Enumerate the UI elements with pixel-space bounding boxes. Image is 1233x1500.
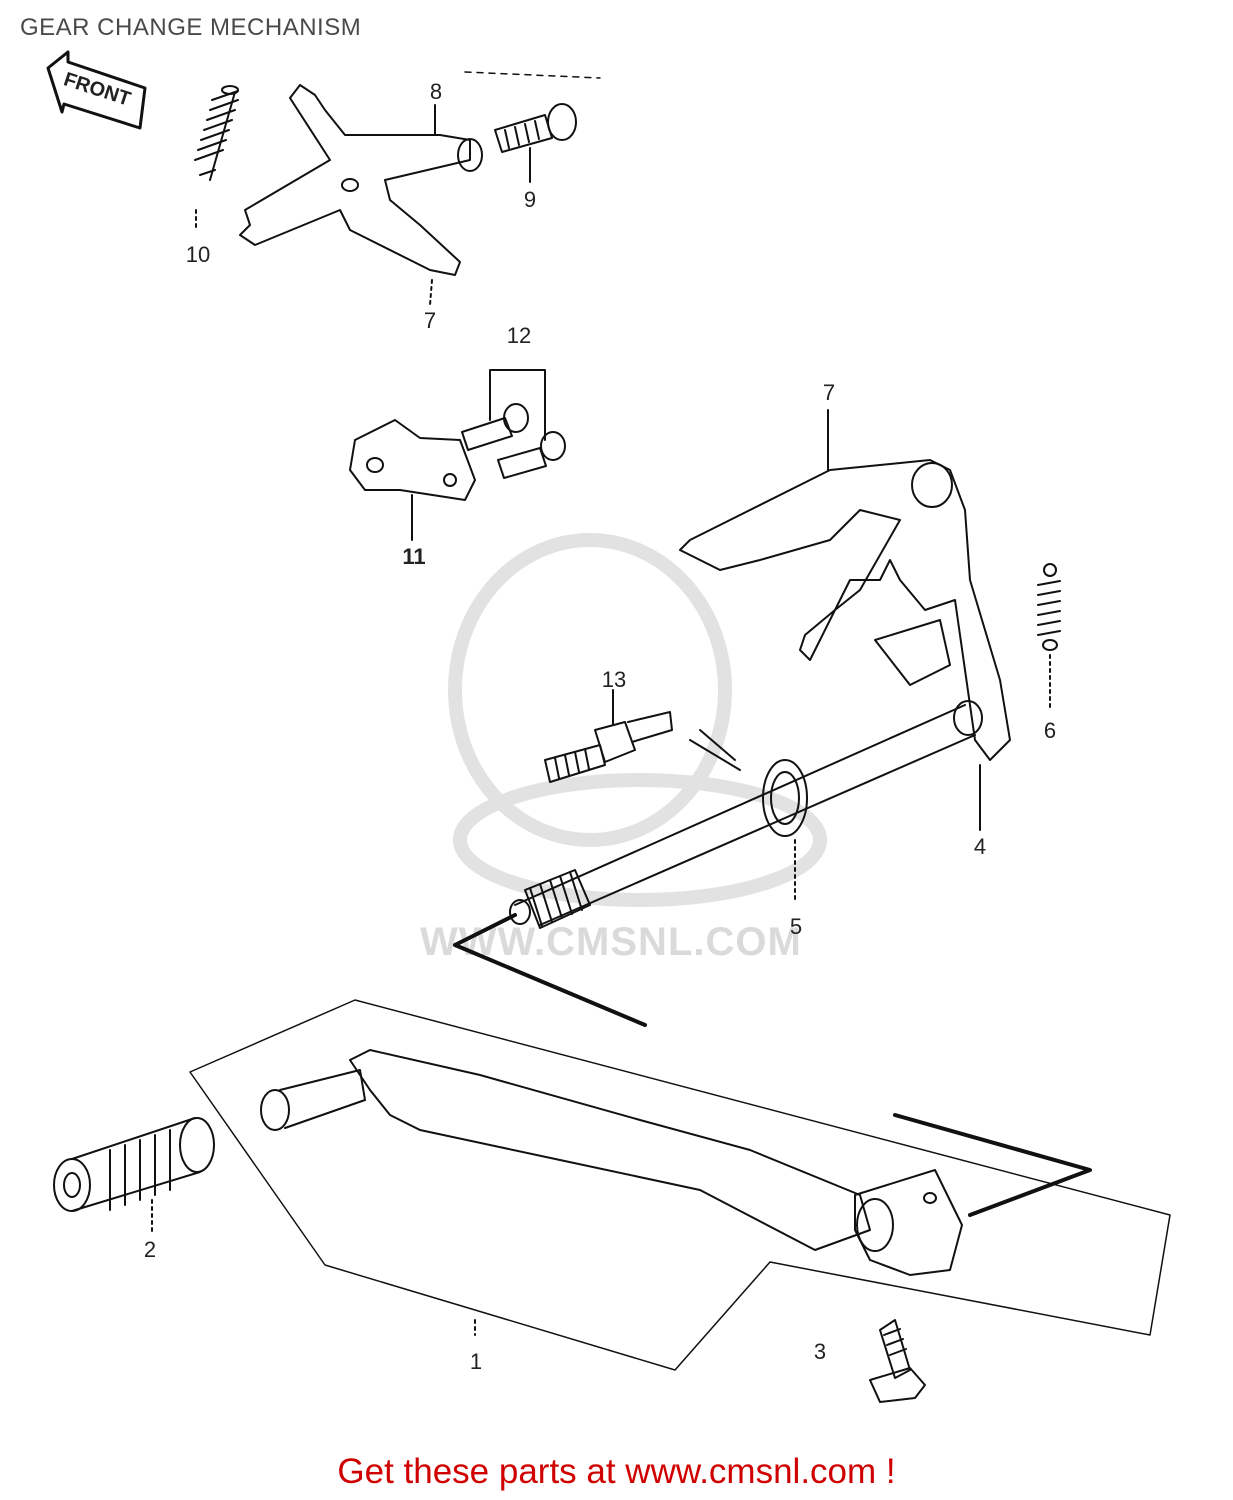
footer-link[interactable]: Get these parts at www.cmsnl.com ! <box>337 1452 896 1491</box>
callout-11: 11 <box>402 544 426 569</box>
shift-pedal-icon <box>260 1049 963 1276</box>
callout-4: 4 <box>973 834 987 859</box>
pin-icon-13 <box>544 711 673 783</box>
callout-5: 5 <box>789 914 803 939</box>
front-arrow-icon <box>46 50 147 130</box>
plate-icon-11 <box>349 419 476 501</box>
shift-arm-icon <box>679 459 1011 761</box>
callout-1: 1 <box>469 1349 483 1374</box>
callout-12: 12 <box>506 323 532 348</box>
spring-icon-right <box>1037 563 1061 651</box>
upper-lever-icon <box>239 84 483 276</box>
spring-icon-top <box>194 85 239 181</box>
spring-clip-icon <box>689 729 741 771</box>
callout-10: 10 <box>185 242 211 267</box>
callout-7-arm: 7 <box>822 380 836 405</box>
bolt-icon-12 <box>461 369 566 479</box>
callout-7-upper: 7 <box>423 308 437 333</box>
callout-13: 13 <box>601 667 627 692</box>
callout-6: 6 <box>1043 718 1057 743</box>
callout-9: 9 <box>523 187 537 212</box>
bolt-icon-3 <box>869 1319 926 1403</box>
bolt-icon-9 <box>494 103 577 153</box>
shift-shaft-icon <box>509 700 983 929</box>
callout-8: 8 <box>429 79 443 104</box>
pedal-rubber-icon <box>53 1117 215 1212</box>
oil-seal-icon <box>762 759 808 837</box>
callout-2: 2 <box>143 1237 157 1262</box>
page-title: GEAR CHANGE MECHANISM <box>20 14 362 41</box>
callout-3: 3 <box>813 1339 827 1364</box>
watermark-logo <box>448 533 827 907</box>
